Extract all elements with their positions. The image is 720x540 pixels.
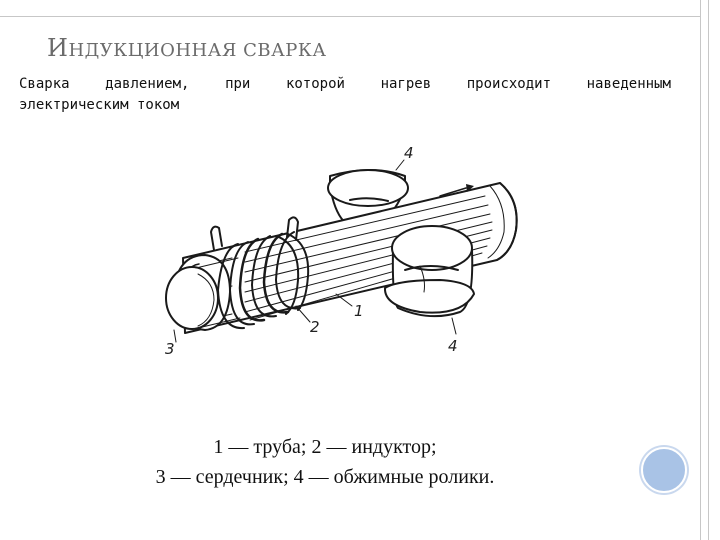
inductor (210, 216, 310, 330)
description-line-1: Сварка давлением, при которой нагрев про… (19, 74, 671, 95)
description-line-2: электрическим током (19, 97, 180, 113)
slide-title-rest: НДУКЦИОННАЯ СВАРКА (68, 40, 327, 61)
decorative-circle (641, 447, 687, 493)
description-word: которой (285, 76, 345, 92)
description-word: давлением, (105, 76, 190, 92)
label-roller-bottom: 4 (448, 337, 458, 355)
frame-top-line (0, 16, 700, 17)
bottom-roller (383, 225, 475, 318)
top-roller (327, 169, 409, 230)
label-inductor: 2 (310, 318, 320, 336)
description-word: при (225, 76, 251, 92)
frame-right-line (700, 0, 701, 540)
caption-line-2: 3 — сердечник; 4 — обжимные ролики. (155, 466, 495, 488)
motion-arrow-icon (439, 184, 474, 197)
frame-right-line-outer (708, 0, 709, 540)
label-pipe: 1 (354, 302, 364, 320)
diagram-caption: 1 — труба; 2 — индуктор; 3 — сердечник; … (0, 432, 720, 492)
caption-line-1: 1 — труба; 2 — индуктор; (213, 436, 437, 458)
label-core: 3 (165, 340, 175, 358)
label-roller-top: 4 (404, 144, 414, 162)
description-word: наведенным (586, 76, 671, 92)
label-leaders (173, 159, 457, 343)
description-word: нагрев (380, 76, 432, 92)
description-word: Сварка (19, 76, 70, 92)
slide-description: Сварка давлением, при которой нагрев про… (19, 74, 671, 116)
slide-title-initial: И (47, 34, 69, 62)
description-word: происходит (466, 76, 552, 92)
core (165, 257, 241, 330)
slide-title: ИНДУКЦИОННАЯ СВАРКА (47, 34, 326, 62)
